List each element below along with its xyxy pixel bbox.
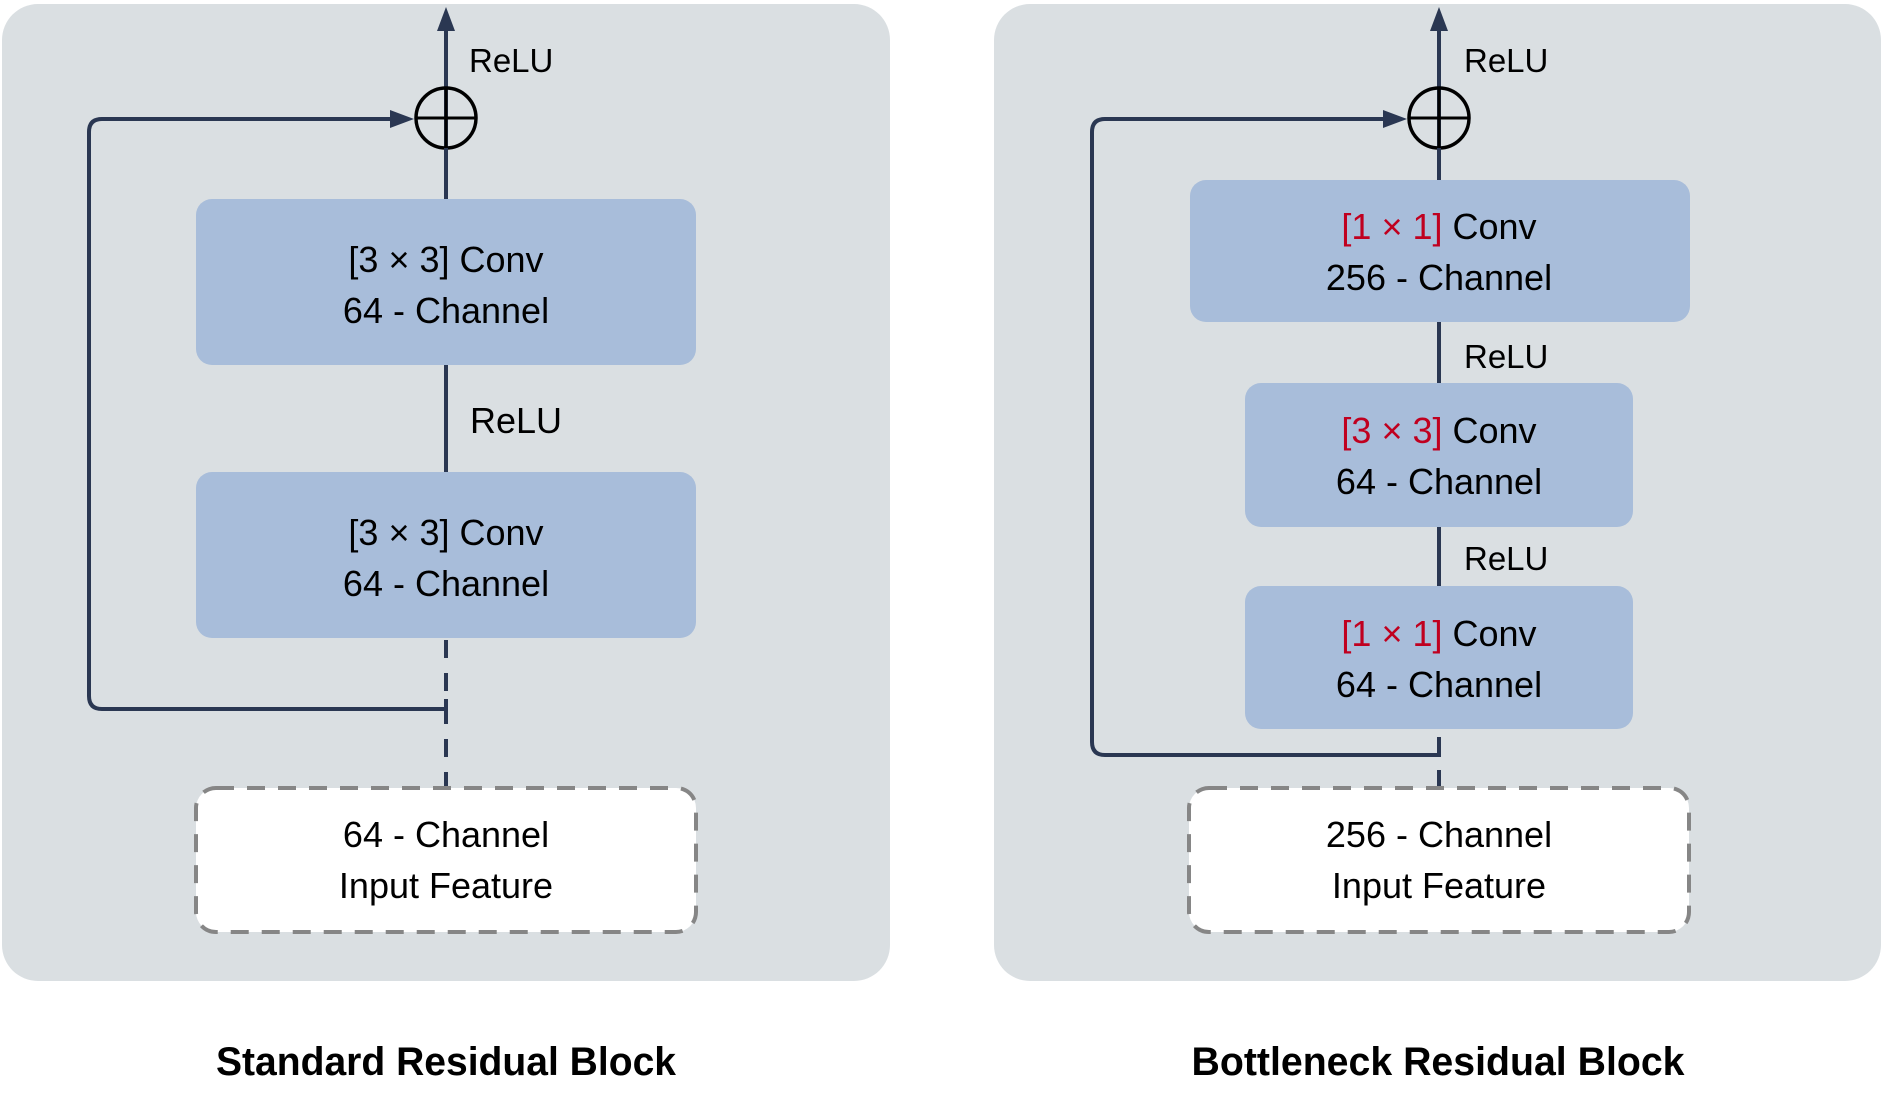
standard-residual-block: ReLU [3 × 3] Conv 64 - Channel ReLU [3 ×… [2,4,890,1084]
kernel-size-highlight: [1 × 1] [1341,206,1442,247]
input-feature-channels: 256 - Channel [1326,814,1552,855]
conv-layer-box [1245,383,1633,527]
output-arrow-icon [1430,7,1448,31]
bottleneck-block-title: Bottleneck Residual Block [1192,1040,1686,1084]
conv-layer-title: [1 × 1] Conv [1341,206,1536,247]
input-feature-box [194,786,698,934]
conv-layer-box [1190,180,1690,322]
relu-label: ReLU [470,400,562,441]
output-relu-label: ReLU [1464,42,1548,79]
skip-connection-line [1090,117,1441,757]
input-feature-label: Input Feature [339,865,553,906]
skip-connection-line [87,117,444,711]
output-relu-label: ReLU [469,42,553,79]
conv-layer-title: [3 × 3] Conv [348,512,543,553]
conv-layer-box [196,472,696,638]
conv-layer-channels: 64 - Channel [343,563,549,604]
conv-layer-channels: 64 - Channel [1336,664,1542,705]
input-feature-channels: 64 - Channel [343,814,549,855]
conv-layer-box [196,199,696,365]
kernel-size-highlight: [1 × 1] [1341,613,1442,654]
relu-label: ReLU [1464,540,1548,577]
conv-layer-title: [3 × 3] Conv [348,239,543,280]
conv-layer-channels: 256 - Channel [1326,257,1552,298]
output-arrow-icon [437,7,455,31]
skip-arrow-icon [390,110,414,128]
conv-layer-channels: 64 - Channel [1336,461,1542,502]
input-feature-label: Input Feature [1332,865,1546,906]
conv-layer-box [1245,586,1633,729]
skip-arrow-icon [1383,110,1407,128]
bottleneck-residual-block: ReLU [1 × 1] Conv 256 - Channel ReLU [3 … [994,4,1881,1084]
conv-layer-title: [3 × 3] Conv [1341,410,1536,451]
circled-plus-icon [1407,86,1471,150]
input-feature-box [1187,786,1691,934]
relu-label: ReLU [1464,338,1548,375]
standard-block-title: Standard Residual Block [216,1040,677,1084]
conv-layer-channels: 64 - Channel [343,290,549,331]
conv-layer-title: [1 × 1] Conv [1341,613,1536,654]
kernel-size-highlight: [3 × 3] [1341,410,1442,451]
circled-plus-icon [414,86,478,150]
